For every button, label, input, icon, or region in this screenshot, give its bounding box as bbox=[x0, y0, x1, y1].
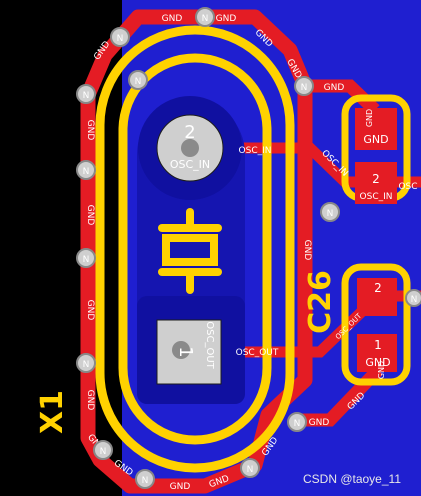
via-label: N bbox=[247, 465, 254, 475]
gnd-label: GND bbox=[85, 205, 95, 226]
gnd-ring-trace bbox=[80, 9, 313, 494]
right-pad-2-number: 2 bbox=[372, 172, 380, 186]
via: N bbox=[135, 469, 155, 489]
via-label: N bbox=[411, 295, 418, 305]
via-label: N bbox=[83, 91, 90, 101]
via: N bbox=[195, 7, 215, 27]
via: N bbox=[320, 202, 340, 222]
via: N bbox=[76, 160, 96, 180]
via-label: N bbox=[135, 77, 142, 87]
gnd-label: GND bbox=[85, 390, 95, 411]
osc-out-trace-label: OSC_OUT bbox=[236, 348, 279, 358]
x1-pin1-number: 1 bbox=[175, 346, 196, 357]
via: N bbox=[76, 248, 96, 268]
gnd-trace-top bbox=[305, 79, 380, 115]
crystal-outline-inner bbox=[118, 53, 272, 445]
c26-pad-2-number: 2 bbox=[374, 281, 382, 295]
via-label: N bbox=[117, 34, 124, 44]
via-label: N bbox=[301, 83, 308, 93]
c26-pad-1-net: GND bbox=[365, 356, 390, 369]
via-label: N bbox=[142, 476, 149, 486]
c26-designator: C26 bbox=[303, 270, 338, 334]
gnd-label: GND bbox=[170, 482, 191, 492]
c26-pad-2 bbox=[357, 278, 397, 316]
c26-pad-1 bbox=[357, 334, 397, 372]
right-pad-2 bbox=[355, 162, 397, 204]
via: N bbox=[287, 412, 307, 432]
gnd-label: GND bbox=[309, 418, 330, 428]
gnd-label: GND bbox=[85, 120, 95, 141]
via-label: N bbox=[83, 255, 90, 265]
x1-designator: X1 bbox=[35, 390, 70, 434]
via-label: N bbox=[83, 167, 90, 177]
c26-pad-1-number: 1 bbox=[374, 338, 382, 352]
osc-in-edge-label: OSC bbox=[398, 182, 417, 192]
via: N bbox=[76, 353, 96, 373]
via-label: N bbox=[294, 419, 301, 429]
crystal-symbol bbox=[158, 208, 222, 294]
crystal-outline-outer bbox=[95, 25, 295, 473]
top-right-pad-net: GND bbox=[363, 133, 388, 146]
via: N bbox=[93, 440, 113, 460]
c26-outline bbox=[341, 263, 411, 386]
gnd-label: GND bbox=[324, 83, 345, 93]
gnd-label: GND bbox=[216, 14, 237, 24]
watermark: CSDN @taoye_11 bbox=[303, 472, 401, 486]
x1-pin1-hole bbox=[172, 341, 190, 359]
via: N bbox=[405, 289, 421, 307]
via: N bbox=[110, 27, 130, 47]
x1-pin2-net: OSC_IN bbox=[170, 158, 210, 171]
x1-pin1-net: OSC_OUT bbox=[204, 321, 215, 369]
x1-pin2-number: 2 bbox=[184, 122, 195, 143]
via-label: N bbox=[327, 209, 334, 219]
c26-pad-1-net-alt: GND bbox=[377, 361, 386, 379]
via: N bbox=[240, 458, 260, 478]
via: N bbox=[294, 76, 314, 96]
gnd-label: GND bbox=[302, 240, 312, 261]
top-right-pad-gnd bbox=[355, 108, 397, 150]
right-pad-2-net: OSC_IN bbox=[360, 192, 393, 202]
gnd-label: GND bbox=[85, 300, 95, 321]
via-label: N bbox=[83, 360, 90, 370]
via: N bbox=[76, 84, 96, 104]
x1-pin2-hole bbox=[181, 139, 199, 157]
vias: N N N N N N N N N N N N N N bbox=[76, 7, 421, 489]
gnd-label: GND bbox=[162, 14, 183, 24]
gnd-trace-bottom bbox=[300, 365, 383, 427]
via: N bbox=[128, 70, 148, 90]
osc-in-trace-label: OSC_IN bbox=[239, 146, 272, 156]
top-right-pad-group: GND GND 2 OSC_IN bbox=[341, 94, 411, 204]
via-label: N bbox=[100, 447, 107, 457]
via-label: N bbox=[202, 14, 209, 24]
top-right-pad-net-alt: GND bbox=[365, 109, 374, 127]
